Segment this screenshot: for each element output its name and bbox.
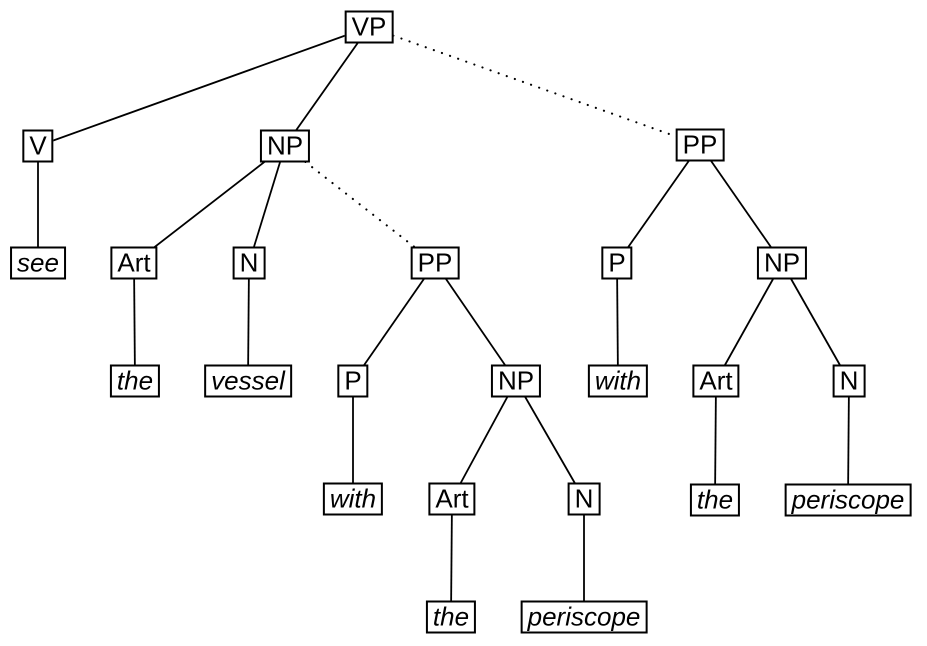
tree-node-with1: with: [322, 482, 384, 516]
tree-node-the2: the: [425, 600, 477, 634]
tree-edge-np3-art3: [715, 262, 783, 382]
tree-edge-n3-periscope2: [847, 380, 850, 501]
tree-edge-art2-the2: [450, 498, 453, 618]
tree-edge-pp1-p1: [352, 262, 436, 382]
tree-node-with2: with: [587, 364, 649, 398]
tree-node-the1: the: [109, 364, 161, 398]
tree-node-periscope2: periscope: [784, 483, 912, 517]
tree-edge-pp2-np3: [699, 144, 783, 264]
tree-edge-art1-the1: [133, 262, 136, 382]
tree-node-periscope1: periscope: [520, 600, 648, 634]
tree-node-v: V: [22, 129, 54, 163]
tree-edge-np2-art2: [451, 380, 517, 500]
tree-node-np3: NP: [756, 246, 808, 280]
tree-node-art1: Art: [110, 246, 158, 280]
tree-edge-pp1-np2: [434, 262, 517, 382]
tree-node-n2: N: [567, 482, 601, 516]
tree-edge-np2-n2: [515, 380, 585, 500]
tree-node-art3: Art: [692, 364, 740, 398]
tree-node-np1: NP: [259, 129, 311, 163]
tree-node-vessel: vessel: [204, 364, 292, 398]
tree-edge-vp-pp2: [367, 25, 702, 147]
tree-node-pp1: PP: [410, 246, 460, 280]
tree-node-vp: VP: [344, 10, 394, 44]
tree-edge-np1-n1: [248, 145, 286, 264]
tree-node-art2: Art: [428, 482, 476, 516]
tree-node-np2: NP: [490, 364, 542, 398]
tree-edge-vp-v: [37, 26, 370, 147]
tree-edge-vp-np1: [284, 26, 370, 147]
tree-edge-np3-n3: [781, 262, 850, 382]
tree-node-n1: N: [232, 246, 266, 280]
tree-node-pp2: PP: [675, 128, 725, 162]
tree-node-p1: P: [337, 364, 369, 398]
tree-node-n3: N: [832, 364, 866, 398]
tree-edge-np1-art1: [133, 145, 286, 264]
tree-node-p2: P: [601, 246, 633, 280]
tree-edge-np1-pp1: [283, 144, 437, 265]
tree-edge-n1-vessel: [247, 262, 250, 382]
tree-node-the3: the: [689, 483, 741, 517]
tree-edge-art3-the3: [714, 380, 717, 501]
tree-edge-pp2-p2: [616, 144, 701, 264]
tree-edge-p2-with2: [616, 262, 619, 382]
tree-node-see: see: [10, 246, 66, 280]
